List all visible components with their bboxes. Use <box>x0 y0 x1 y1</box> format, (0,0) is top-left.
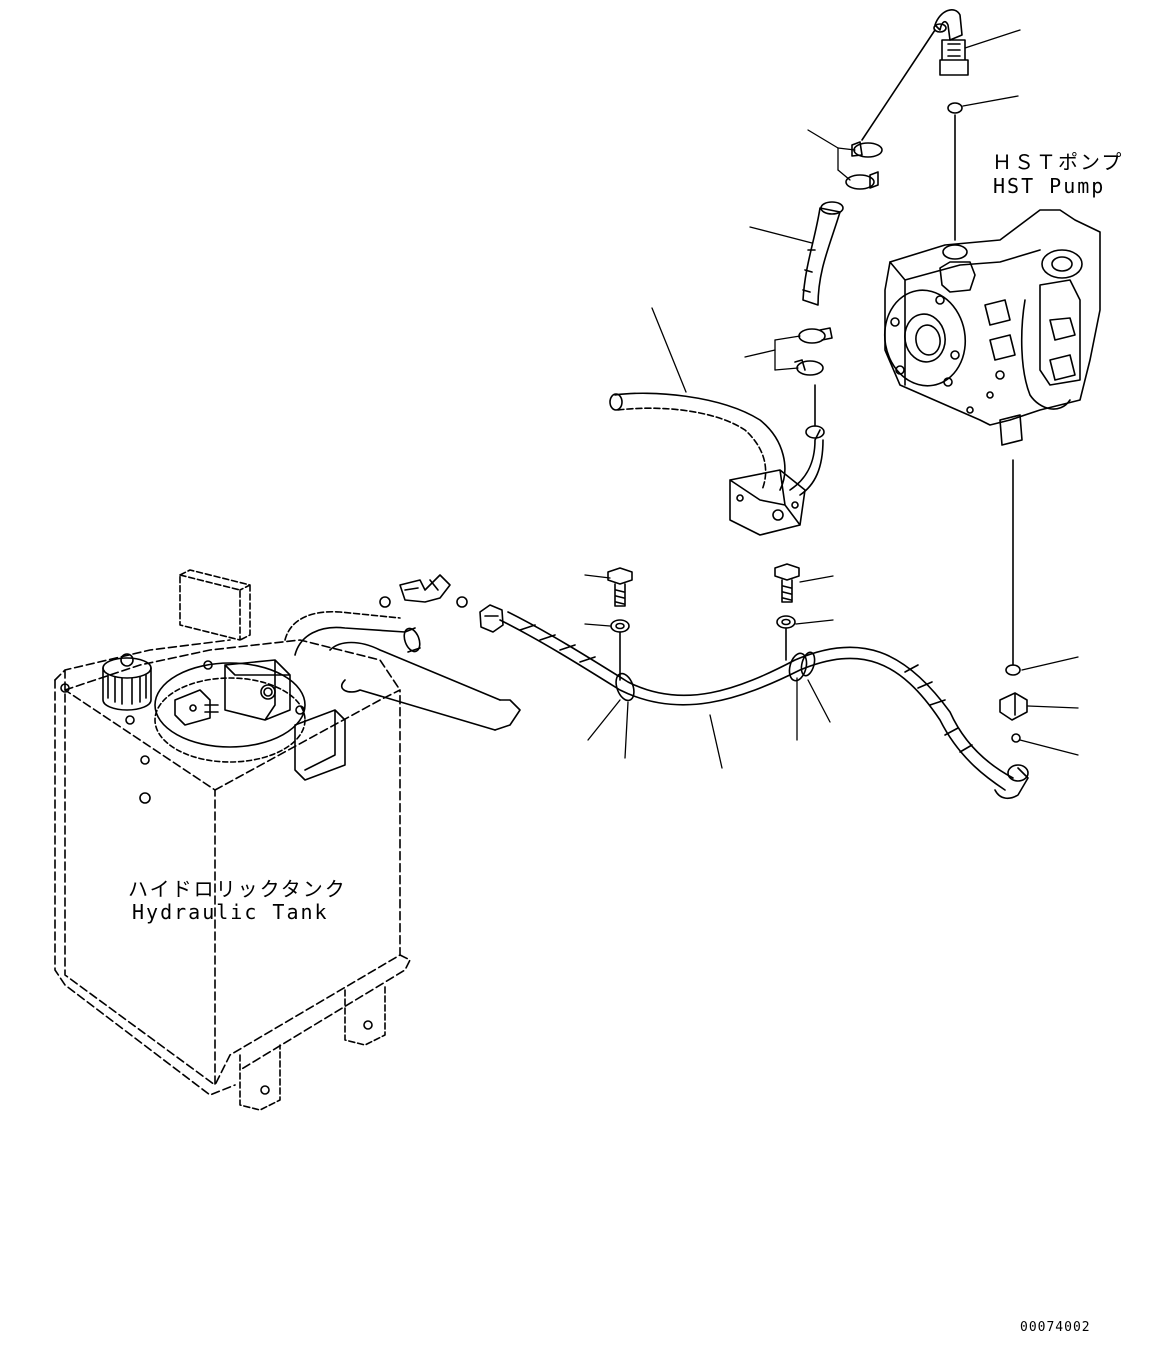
intake-pipe <box>609 384 825 536</box>
hst-pump-label-ja: ＨＳＴポンプ <box>992 150 1124 174</box>
hydraulic-tank-label-en: Hydraulic Tank <box>132 900 329 924</box>
upper-hose <box>794 9 969 376</box>
figure-id: 00074002 <box>1020 1320 1091 1335</box>
hydraulic-tank-label-ja: ハイドロリックタンク <box>128 877 347 901</box>
bolts-and-washers <box>607 563 800 681</box>
hydraulic-tank <box>54 569 521 1111</box>
suction-hose <box>479 459 1029 800</box>
hst-pump-label-en: HST Pump <box>993 174 1106 198</box>
hst-pump <box>883 209 1101 446</box>
leader-lines <box>584 29 1079 769</box>
